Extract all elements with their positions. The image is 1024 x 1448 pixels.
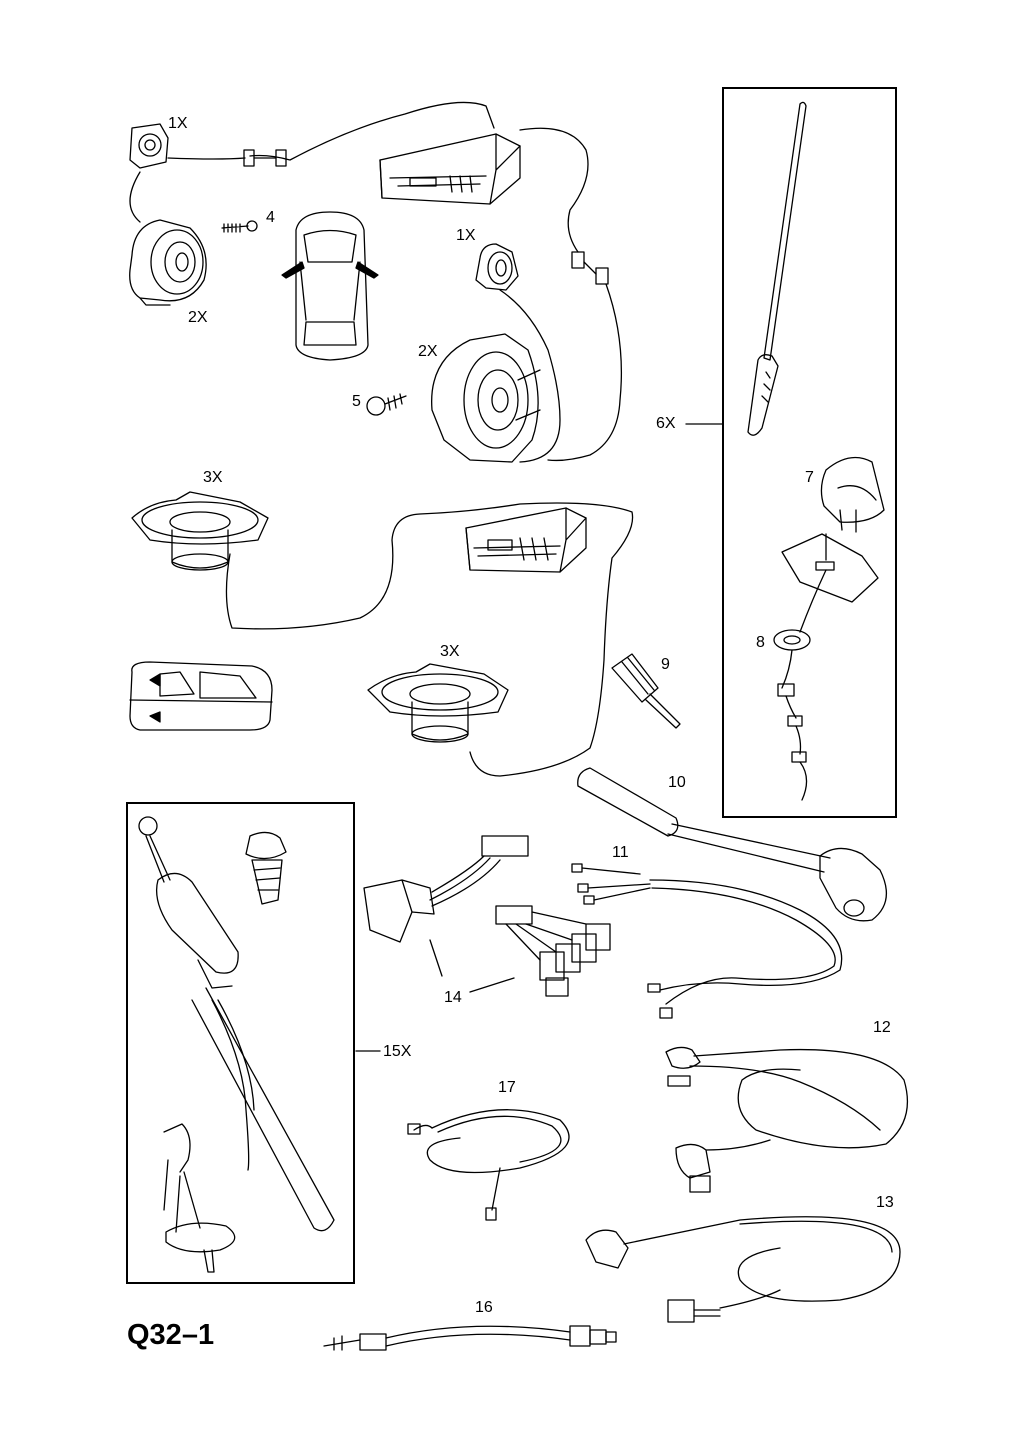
speaker-2x-left	[130, 220, 206, 305]
label-1x-left: 1X	[168, 115, 188, 132]
antenna-cable-6x	[778, 570, 826, 800]
diagram-code: Q32–1	[127, 1319, 215, 1351]
antenna-tool-10	[578, 768, 887, 921]
roof-antenna-rod-6x	[748, 102, 806, 435]
antenna-base-7	[821, 458, 884, 533]
label-8: 8	[756, 634, 765, 651]
roof-gasket-patch	[782, 534, 878, 602]
extension-cable-17	[408, 1110, 569, 1220]
label-10: 10	[668, 774, 686, 791]
wiring-middle	[226, 503, 632, 776]
wing-antenna-15x	[139, 817, 334, 1231]
car-sideview-hatchback	[130, 662, 272, 730]
label-5: 5	[352, 393, 361, 410]
box-roof-antenna-6x	[722, 87, 897, 818]
label-6x: 6X	[656, 415, 676, 432]
screw-4	[222, 221, 257, 232]
label-15x: 15X	[383, 1043, 412, 1060]
car-topview-hatchback	[282, 212, 378, 360]
label-3x-upper: 3X	[203, 469, 223, 486]
tweeter-1x-left	[130, 124, 168, 168]
antenna-cable-12	[666, 1047, 907, 1192]
label-4: 4	[266, 209, 275, 226]
box-wing-antenna-15x	[126, 802, 355, 1284]
label-16: 16	[475, 1299, 493, 1316]
antenna-cable-13	[586, 1217, 900, 1322]
wiring-adapter-11	[572, 864, 842, 1018]
leader-lines	[356, 424, 722, 1051]
tweeter-1x-right	[476, 244, 518, 290]
label-7: 7	[805, 469, 814, 486]
label-9: 9	[661, 656, 670, 673]
label-11: 11	[612, 844, 629, 861]
screw-5	[367, 394, 406, 415]
adapter-cable-16	[324, 1326, 616, 1350]
label-3x-lower: 3X	[440, 643, 460, 660]
speaker-3x-upper	[132, 492, 268, 570]
radio-unit-lower	[466, 508, 586, 572]
radio-unit-upper	[380, 134, 520, 204]
label-12: 12	[873, 1019, 891, 1036]
speaker-3x-lower	[368, 664, 508, 742]
radio-removal-tool-9	[612, 654, 680, 728]
label-13: 13	[876, 1194, 894, 1211]
threaded-insert-15x	[246, 832, 286, 904]
mounting-bracket-15x	[164, 1124, 235, 1272]
label-2x-right: 2X	[418, 343, 438, 360]
speaker-2x-right	[432, 334, 540, 462]
label-1x-right: 1X	[456, 227, 476, 244]
wiring-adapter-14	[364, 836, 610, 996]
label-14: 14	[444, 989, 462, 1006]
wiring-upper	[130, 102, 621, 462]
label-17: 17	[498, 1079, 516, 1096]
label-2x-left: 2X	[188, 309, 208, 326]
